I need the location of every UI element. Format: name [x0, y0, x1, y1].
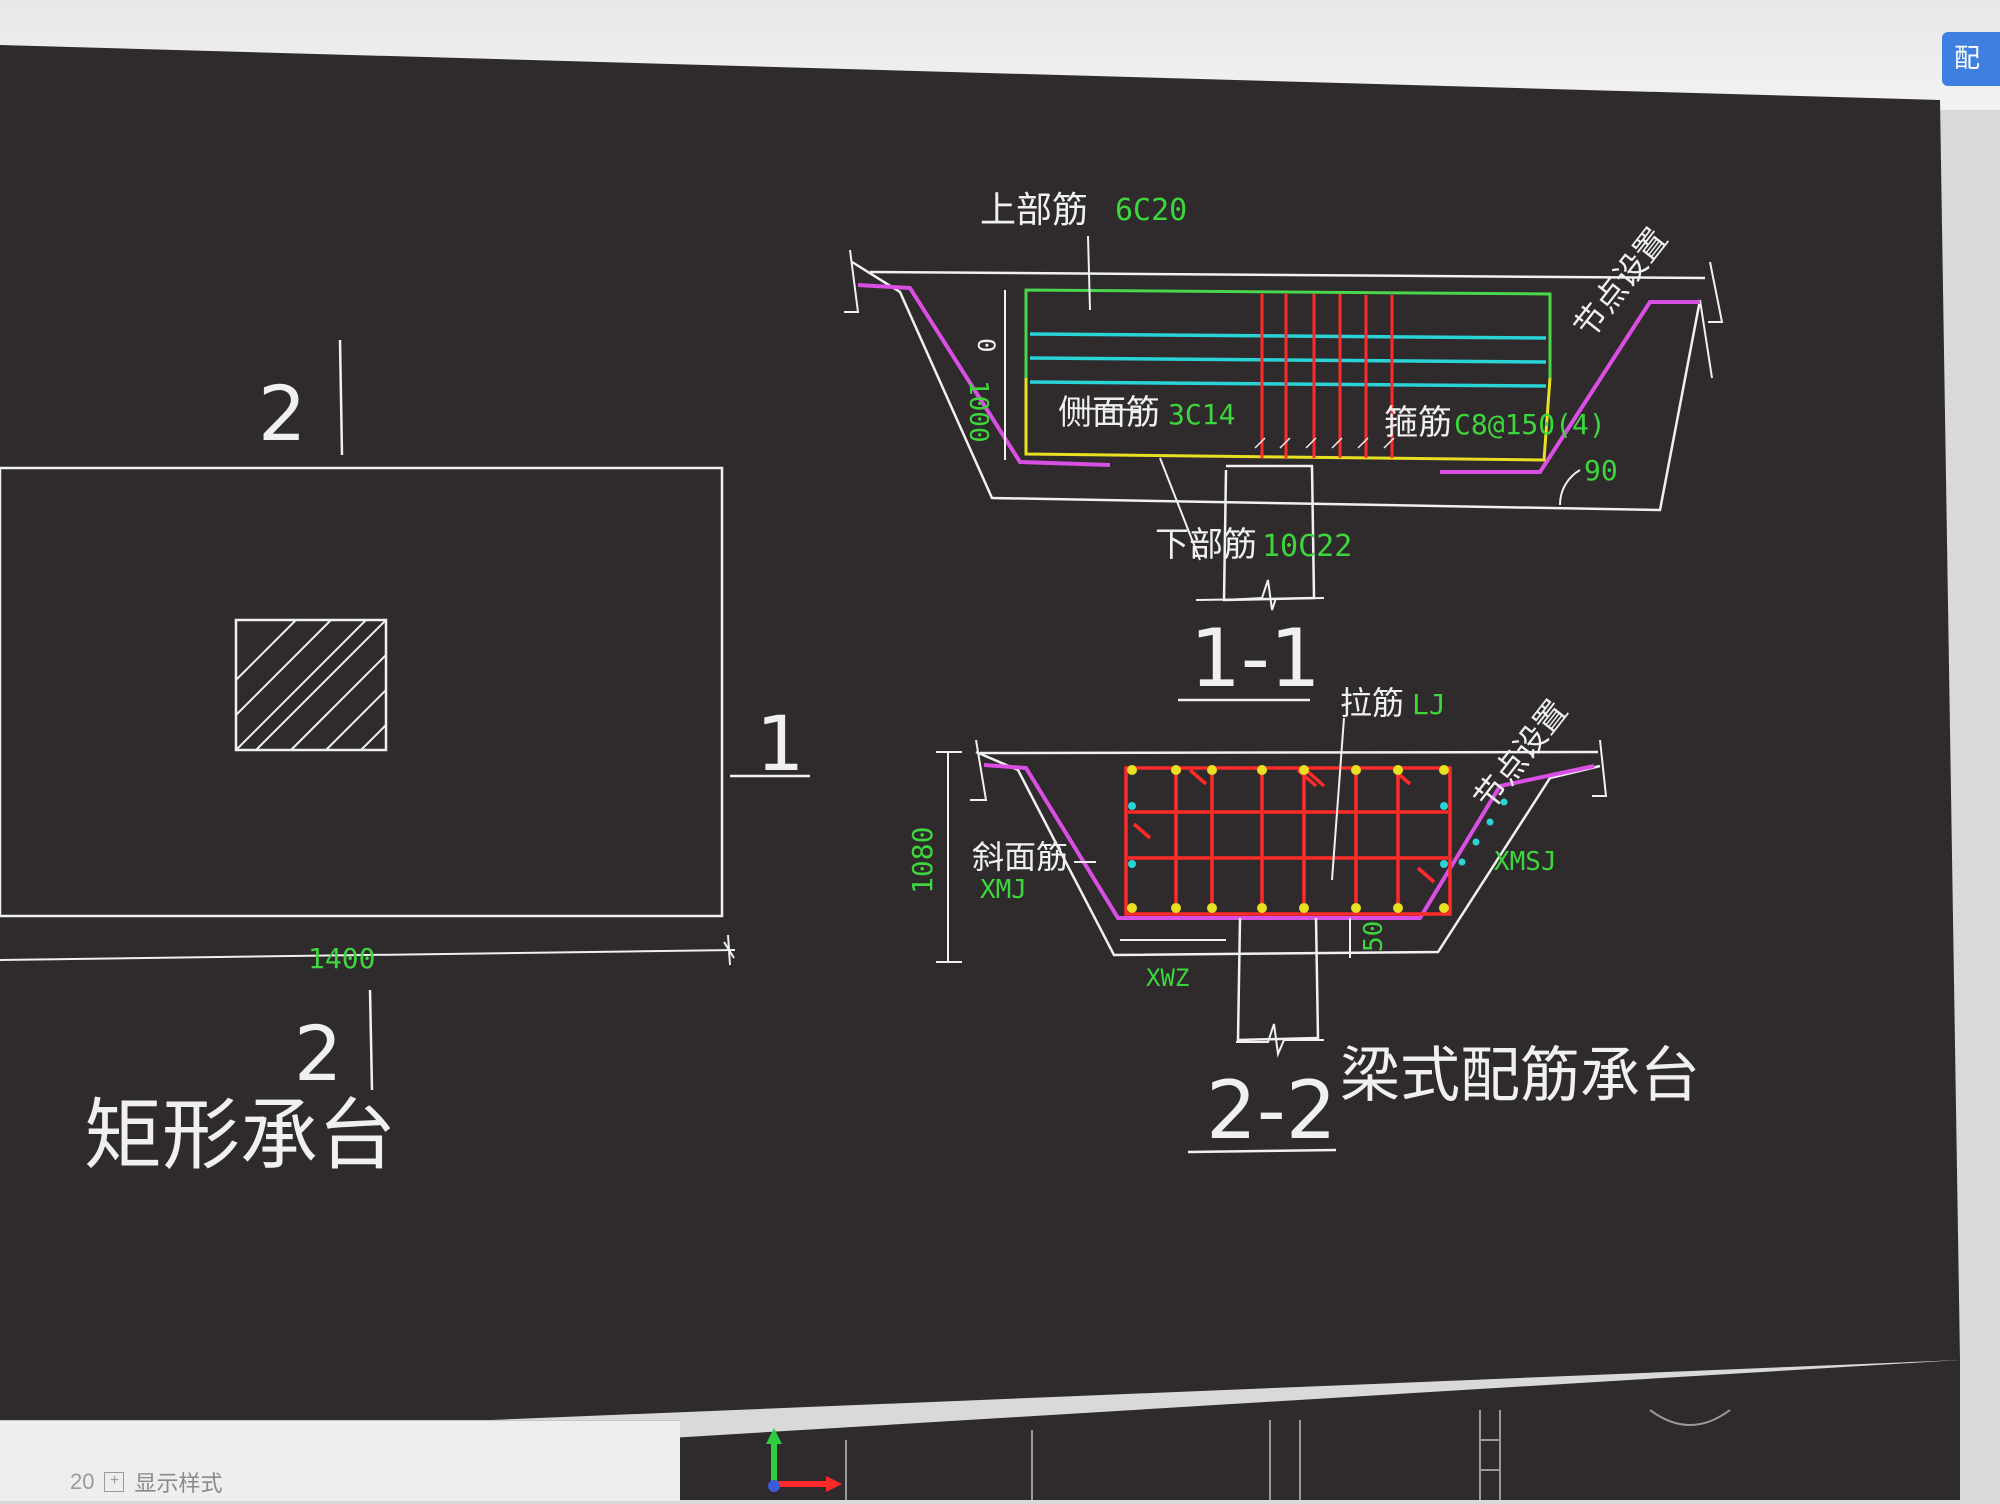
partial-drawing-lines [845, 1409, 1731, 1500]
section-mark-bottom: 2 [294, 1009, 342, 1098]
panel-row[interactable]: 20 + 显示样式 [70, 1467, 223, 1497]
top-bar-label: 上部筋 [980, 190, 1088, 231]
section-1-1-drawing [844, 235, 1724, 702]
ucs-icon [766, 1428, 842, 1492]
plan-view [0, 339, 810, 1091]
slant-bar-value: XMJ [980, 875, 1027, 905]
section-mark-right: 1 [756, 699, 804, 788]
section-2-2-drawing [936, 717, 1608, 1154]
expand-plus-icon[interactable]: + [104, 1472, 125, 1492]
xwz-label: XWZ [1146, 964, 1189, 992]
column-hatch-box [234, 618, 388, 752]
lower-viewport [670, 1360, 1960, 1500]
width-dimension-line [0, 949, 736, 961]
properties-panel: 20 + 显示样式 [0, 1420, 680, 1501]
side-bar-label: 侧面筋 [1058, 393, 1160, 433]
dim-height: 1080 [906, 827, 939, 894]
section-1-1-title: 1-1 [1190, 612, 1321, 705]
stirrup-label: 箍筋 [1384, 403, 1452, 443]
plan-caption: 矩形承台 [84, 1091, 396, 1181]
xmsj-label: XMSJ [1494, 847, 1557, 877]
top-bar-value: 6C20 [1115, 193, 1187, 228]
tie-bar-label: 拉筋 [1340, 684, 1404, 722]
toolbar-button[interactable]: 配 [1942, 32, 2000, 86]
dim-50: 50 [1359, 921, 1389, 952]
side-bar-value: 3C14 [1168, 398, 1235, 431]
drawing-background [0, 45, 1960, 1440]
section-2-2-title: 2-2 [1206, 1064, 1337, 1157]
panel-row-number: 20 [70, 1469, 95, 1494]
slant-bar-label: 斜面筋 [972, 838, 1068, 876]
bottom-bar-label: 下部筋 [1155, 525, 1257, 565]
section-mark-top: 2 [258, 369, 306, 458]
panel-row-label: 显示样式 [134, 1471, 223, 1496]
column-hatching [235, 619, 387, 751]
stirrup-value: C8@150(4) [1454, 408, 1606, 441]
bottom-bar-value: 10C22 [1262, 529, 1352, 564]
pile-cap-outline [0, 466, 724, 918]
section-cut-line-bottom [368, 989, 374, 1091]
width-dimension-value: 1400 [308, 942, 375, 975]
tie-bar-value: LJ [1412, 688, 1446, 721]
angle-value: 90 [1584, 454, 1618, 487]
dim-depth: 1000 [963, 380, 993, 443]
dim-zero: 0 [972, 338, 1000, 352]
section-2-2-caption: 梁式配筋承台 [1340, 1041, 1700, 1111]
section-cut-line-top [338, 339, 344, 456]
toolbar-button-label: 配 [1954, 44, 1981, 74]
